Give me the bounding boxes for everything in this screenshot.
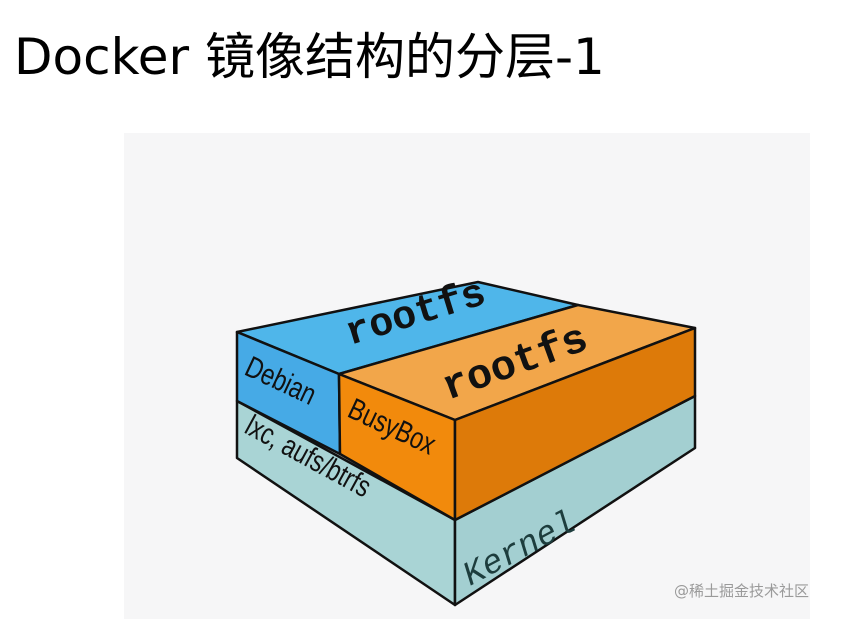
busybox-layer: rootfs BusyBox bbox=[337, 303, 697, 522]
watermark: @稀土掘金技术社区 bbox=[674, 582, 810, 600]
busybox-right-face bbox=[453, 326, 697, 522]
slide-title: Docker 镜像结构的分层-1 bbox=[14, 28, 605, 86]
